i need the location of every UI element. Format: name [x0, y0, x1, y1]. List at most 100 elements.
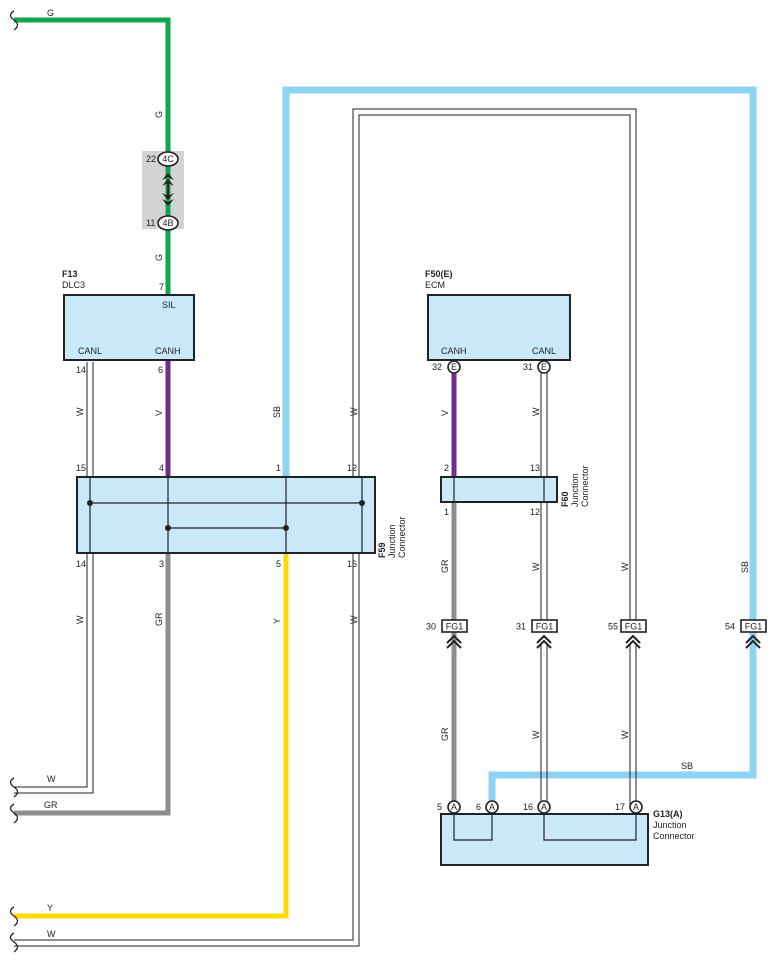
f60-pin-2: 2 [444, 463, 449, 473]
chevron-icon [745, 634, 761, 649]
label-v-dlc3: V [154, 410, 164, 416]
fg1-connectors: FG1 30 FG1 31 FG1 55 FG1 54 [426, 619, 767, 649]
inline-connector-4c-4b: 4C 22 4B 11 [142, 151, 184, 231]
f59-pin-14: 14 [76, 559, 86, 569]
connector-tag-4b [157, 215, 179, 231]
ecm-code: F50(E) [425, 269, 453, 279]
fg1-tag-31: FG1 31 [516, 619, 558, 649]
wire-labels: G G G W V SB W V W W GR Y W GR W W SB GR… [44, 8, 750, 939]
label-sb-bottom: SB [681, 761, 693, 771]
f60-line2: Connector [580, 465, 590, 507]
label-gr-left: GR [44, 800, 58, 810]
f60-junction-connector: 2 13 1 12 F60 Junction Connector [440, 463, 590, 517]
label-y-f59: Y [272, 618, 282, 624]
dlc3-name: DLC3 [62, 280, 85, 290]
wire-layer [9, 10, 757, 953]
ecm-tag-canl: E [541, 362, 547, 372]
arrow-icon [162, 193, 174, 206]
dlc3-canl: CANL [78, 346, 102, 356]
dlc3-pin-canh: 6 [158, 365, 163, 375]
ecm-name: ECM [425, 280, 445, 290]
f59-pin-5: 5 [276, 559, 281, 569]
g13-pin-5: 5 [437, 802, 442, 812]
f60-pin-12: 12 [530, 507, 540, 517]
g13-tag-5: A [451, 802, 457, 812]
dlc3-pin-sil: 7 [159, 282, 164, 292]
fg1-pin-31: 31 [516, 622, 526, 632]
label-sb-f59: SB [272, 406, 282, 418]
connector-tag-4c [157, 151, 179, 167]
tag-4b-label: 4B [162, 218, 173, 228]
label-y-left: Y [47, 903, 53, 913]
g13-tag-17: A [633, 802, 639, 812]
fg1-pin-55: 55 [608, 622, 618, 632]
chevron-icon [446, 634, 462, 649]
tag-4c-label: 4C [162, 154, 174, 164]
f60-code: F60 [560, 491, 570, 507]
ecm-canl: CANL [532, 346, 556, 356]
svg-text:FG1: FG1 [625, 622, 643, 632]
g13-tag-16: A [541, 802, 547, 812]
fg1-pin-30: 30 [426, 622, 436, 632]
pin-11: 11 [146, 218, 155, 228]
svg-text:FG1: FG1 [536, 622, 554, 632]
f59-pin-4: 4 [159, 463, 164, 473]
ecm-pin-canh: 32 [432, 362, 442, 372]
label-w-f60: W [531, 562, 541, 571]
label-w-lower-31: W [531, 730, 541, 739]
g13-tag-6: A [489, 802, 495, 812]
g13-pin-17: 17 [615, 802, 625, 812]
label-w-f59-14: W [75, 615, 85, 624]
dlc3-pin-canl: 14 [76, 365, 86, 375]
f59-pin-3: 3 [159, 559, 164, 569]
label-w-f59-12: W [349, 407, 359, 416]
pin-22: 22 [146, 154, 156, 164]
g13-line1: Junction [653, 820, 687, 830]
label-gr-f60: GR [440, 559, 450, 573]
f60-pin-1: 1 [444, 507, 449, 517]
f59-pin-12: 12 [347, 463, 357, 473]
label-gr-f59: GR [154, 612, 164, 626]
ecm-tag-canh: E [451, 362, 457, 372]
svg-text:FG1: FG1 [745, 622, 763, 632]
label-w-f59-16: W [349, 615, 359, 624]
label-sb-fg1-54: SB [740, 561, 750, 573]
f59-code: F59 [377, 542, 387, 558]
f59-line2: Connector [397, 516, 407, 558]
label-g-1: G [154, 111, 164, 118]
ecm-pin-canl: 31 [523, 362, 533, 372]
f59-line1: Junction [387, 524, 397, 558]
label-g-top: G [47, 8, 54, 18]
label-gr-lower: GR [440, 727, 450, 741]
chevron-icon [625, 634, 641, 649]
fg1-tag-55: FG1 55 [608, 619, 647, 649]
dlc3-sil: SIL [162, 300, 176, 310]
label-w-left: W [47, 774, 56, 784]
f59-pin-15: 15 [76, 463, 86, 473]
ecm-canh: CANH [441, 346, 467, 356]
g13-pin-6: 6 [476, 802, 481, 812]
label-v-ecm: V [440, 410, 450, 416]
g13-junction-connector: A A A A 5 6 16 17 G13(A) Junction Connec… [437, 800, 695, 866]
label-w-bottom: W [47, 929, 56, 939]
f59-pin-1: 1 [276, 463, 281, 473]
wire-sb [282, 86, 757, 808]
f60-pin-13: 13 [530, 463, 540, 473]
g13-line2: Connector [653, 831, 695, 841]
break-marks [9, 10, 19, 953]
wire-y [14, 553, 289, 919]
ecm-connector: F50(E) ECM CANH CANL E E 32 31 [425, 269, 571, 374]
arrow-icon [162, 173, 174, 186]
label-w-fg1-55: W [620, 562, 630, 571]
label-g-2: G [154, 254, 164, 261]
f60-line1: Junction [570, 473, 580, 507]
fg1-pin-54: 54 [725, 622, 735, 632]
g13-pin-16: 16 [523, 802, 533, 812]
label-w-lower-55: W [620, 730, 630, 739]
f59-junction-connector: 15 4 1 12 14 3 5 16 F59 Junction Connect… [76, 463, 407, 569]
fg1-tag-54: FG1 54 [725, 619, 767, 649]
fg1-tag-30: FG1 30 [426, 619, 468, 649]
dlc3-canh: CANH [155, 346, 181, 356]
f59-pin-16: 16 [347, 559, 357, 569]
